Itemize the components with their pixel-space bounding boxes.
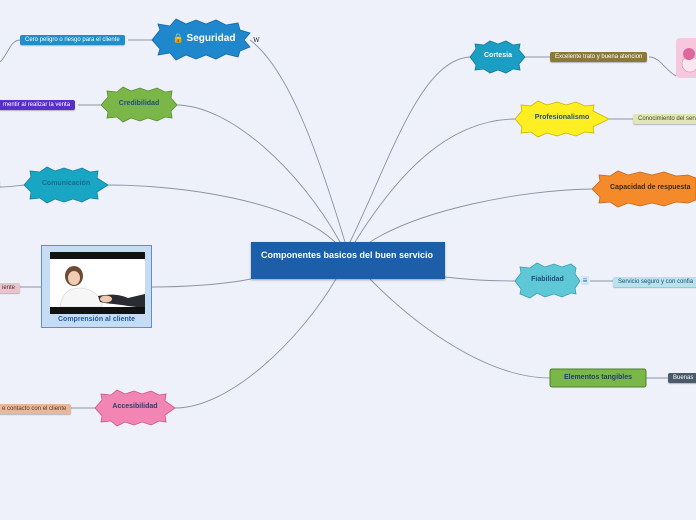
node-capacidad-label: Capacidad de respuesta [610,184,691,191]
subtopic-fiabilidad[interactable]: Servicio seguro y con confia [613,277,696,287]
node-comprension-label: Comprensión al cliente [57,316,136,323]
node-seguridad-label: Seguridad [186,33,236,44]
connector-tangibles [369,278,551,379]
node-fiabilidad[interactable]: Fiabilidad [520,276,575,283]
node-comprension[interactable]: Comprensión al cliente [41,245,152,328]
subtopic-comprension[interactable]: iente [0,283,21,293]
connector-comunicacion [107,184,336,243]
subtopic-accesibilidad[interactable]: e contacto con el cliente [0,404,72,414]
lock-icon: 🔒 [172,33,184,43]
central-topic-label: Componentes basicos del buen servicio [261,250,434,260]
subtopic-tangibles[interactable]: Buenas [668,373,696,383]
subtopic-credibilidad[interactable]: mentir al realizar la venta [0,100,76,110]
connector-accesibilidad [174,278,337,409]
node-profesionalismo-label: Profesionalismo [534,114,590,121]
node-seguridad-shape[interactable] [151,18,251,61]
node-credibilidad-label: Credibilidad [118,100,160,107]
central-topic[interactable]: Componentes basicos del buen servicio [251,242,445,279]
connector-profesionalismo [354,118,516,243]
connector-sub-comunicacion [0,184,25,188]
handshake-image [50,252,145,314]
node-cortesia-label: Cortesia [483,52,512,59]
node-profesionalismo[interactable]: Profesionalismo [522,114,602,121]
connector-fiabilidad [444,276,516,282]
node-capacidad[interactable]: Capacidad de respuesta [610,184,696,191]
node-accesibilidad-shape[interactable] [94,389,176,427]
node-capacidad-shape[interactable] [591,170,696,208]
fiabilidad-note-icon[interactable]: ≡ [581,276,589,285]
node-profesionalismo-shape[interactable] [514,100,610,138]
cortesia-image-hair [683,48,695,60]
connector-cortesia [349,56,471,243]
connector-comprension [151,278,252,288]
connector-sub-seguridad-left [0,39,21,63]
node-comunicacion-label: Comunicación [41,180,91,187]
node-seguridad[interactable]: 🔒 Seguridad [168,33,240,44]
subtopic-profesionalismo[interactable]: Conocimiento del serv [633,114,696,124]
node-tangibles[interactable]: Elementos tangibles [550,374,646,381]
connector-credibilidad [175,104,341,243]
node-accesibilidad-label: Accesibilidad [112,403,158,410]
node-comunicacion-shape[interactable] [23,166,109,204]
node-cortesia[interactable]: Cortesia [472,52,524,59]
node-fiabilidad-shape[interactable] [514,262,581,299]
node-fiabilidad-label: Fiabilidad [531,276,564,283]
node-tangibles-shape[interactable] [549,368,647,388]
subtopic-cortesia[interactable]: Excelente trato y buena atencion [550,52,648,62]
node-accesibilidad[interactable]: Accesibilidad [100,403,170,410]
node-credibilidad-shape[interactable] [100,86,178,123]
connector-sub-cortesia-img [648,56,677,77]
node-cortesia-shape[interactable] [469,40,526,74]
seguridad-extra-marker: w [253,35,260,44]
connector-capacidad [369,188,593,243]
node-comunicacion[interactable]: Comunicación [31,180,101,187]
node-credibilidad[interactable]: Credibilidad [108,100,170,107]
connector-seguridad [249,39,346,243]
subtopic-seguridad[interactable]: Cero peligro o riesgo para el cliente [20,35,125,45]
node-tangibles-label: Elementos tangibles [563,374,633,381]
